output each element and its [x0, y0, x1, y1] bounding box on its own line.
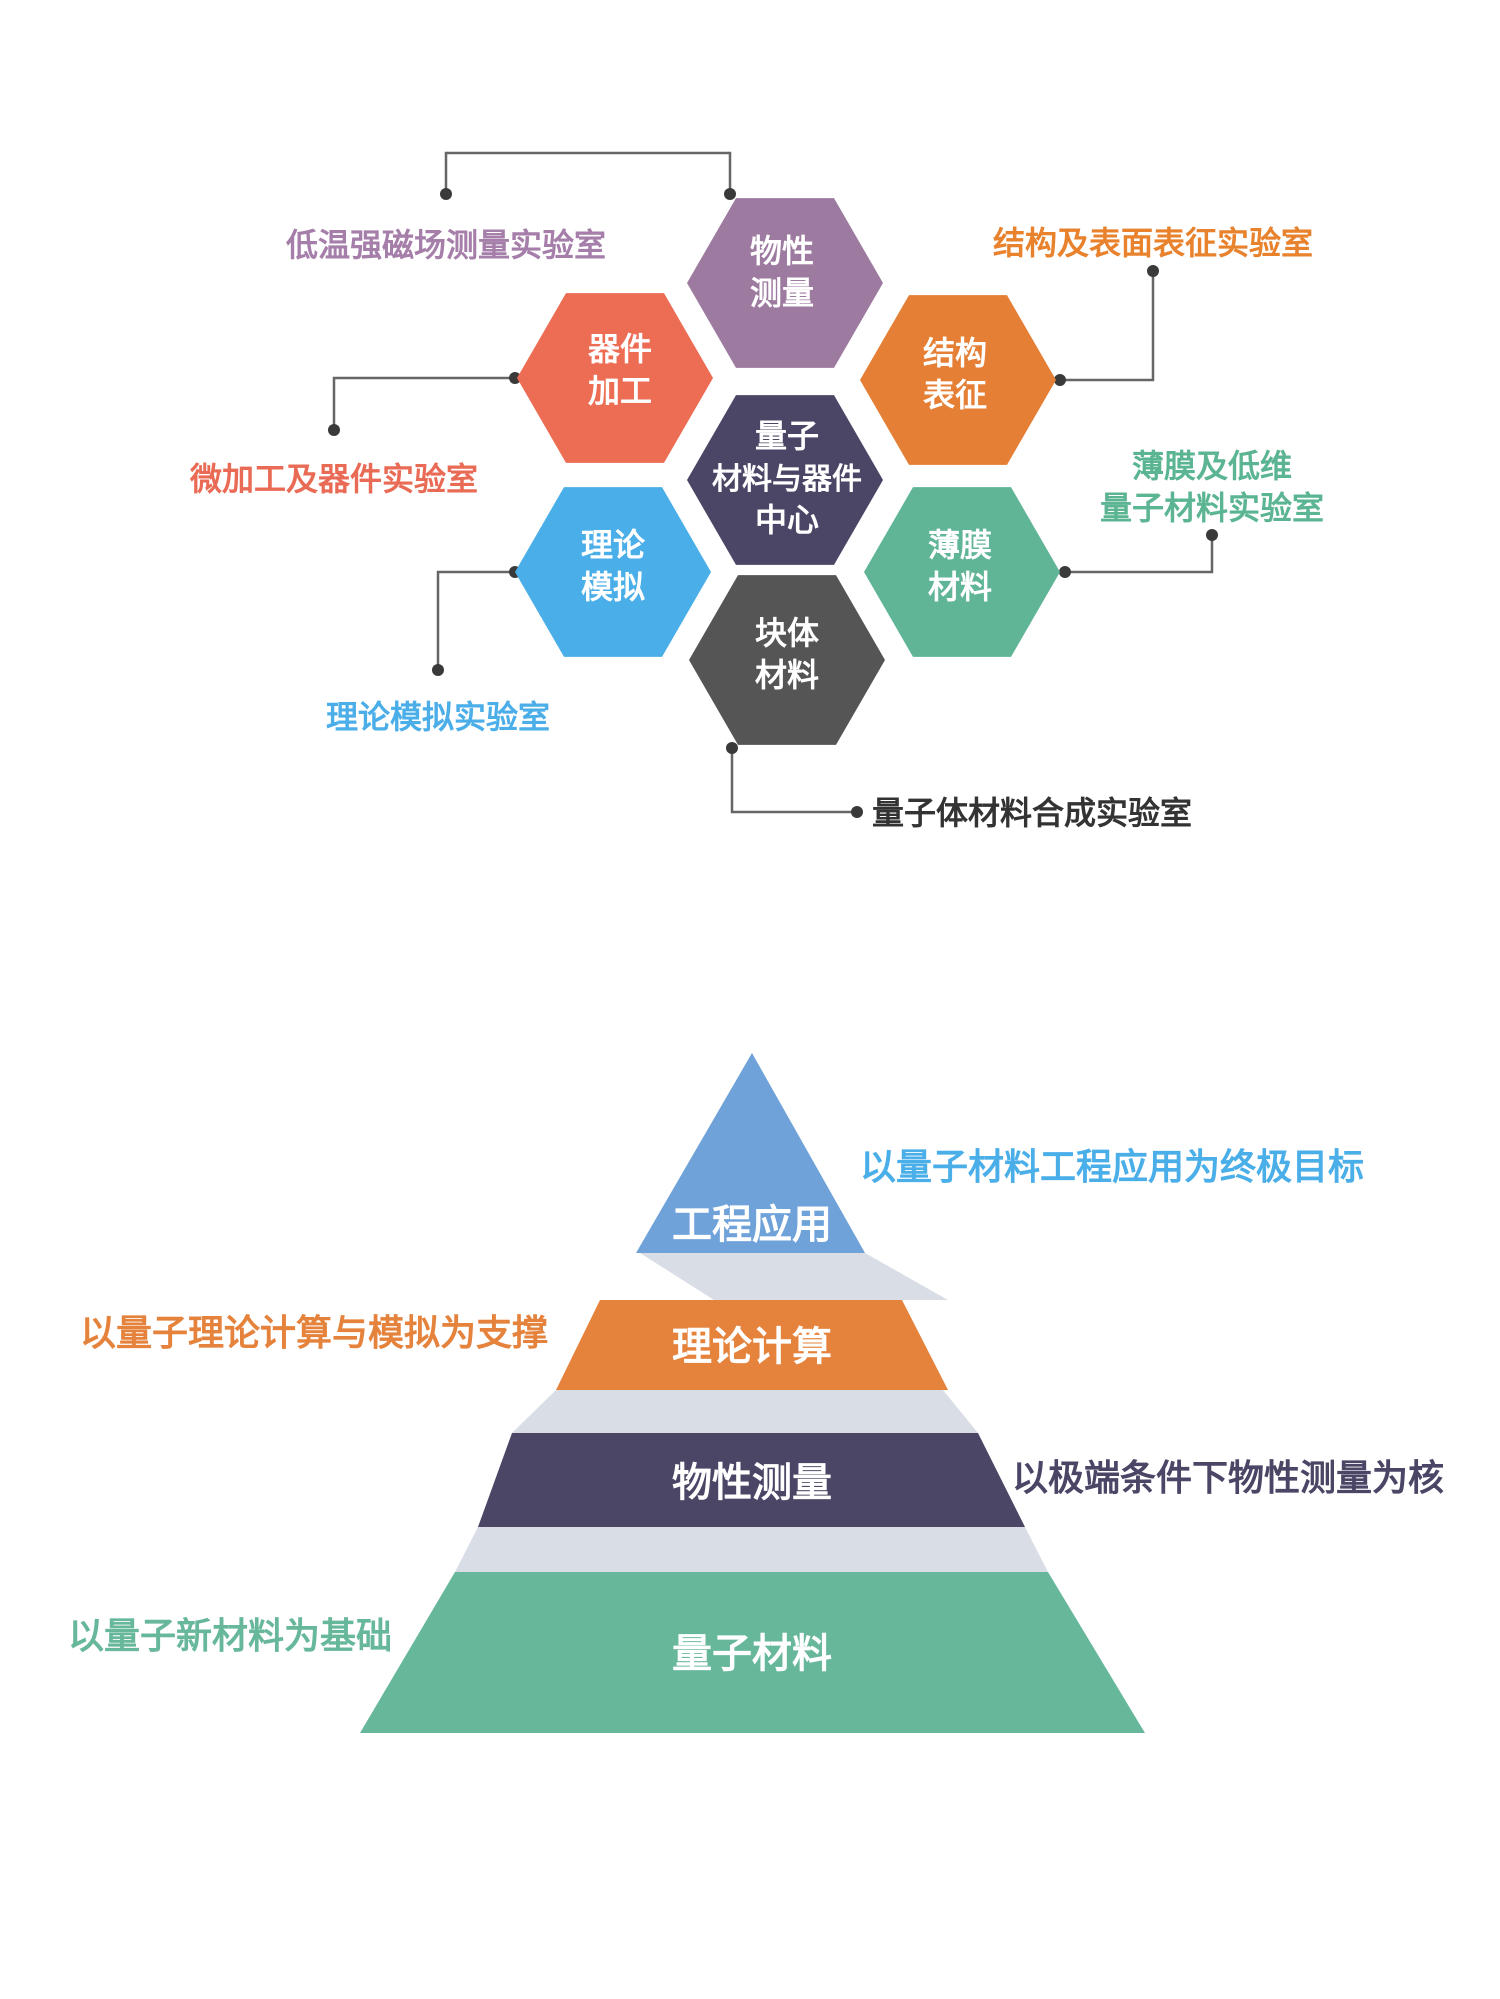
hex-bulk-line2: 材料 [755, 656, 819, 694]
dot [1147, 265, 1159, 277]
dot [1059, 566, 1071, 578]
hex-bulk-line1: 块体 [755, 614, 819, 652]
pyramid-note-theory: 以量子理论计算与模拟为支撑 [80, 1313, 548, 1354]
lab-bulk-label: 量子体材料合成实验室 [872, 794, 1192, 832]
hex-theory-line1: 理论 [581, 526, 646, 564]
hex-film-line1: 薄膜 [928, 526, 992, 564]
hex-structure-line1: 结构 [923, 334, 987, 372]
dot [1206, 529, 1218, 541]
hex-device-line2: 加工 [588, 372, 652, 410]
hex-film [864, 487, 1060, 657]
pyramid-theory-label: 理论计算 [672, 1324, 832, 1370]
pyramid-top-label: 工程应用 [672, 1202, 832, 1248]
hex-theory-line2: 模拟 [581, 568, 645, 606]
connector-film [1065, 535, 1214, 574]
hex-structure [860, 295, 1056, 465]
pyramid-base-label: 量子材料 [672, 1631, 832, 1677]
pyramid-level-top [636, 1053, 865, 1253]
lab-film-label-line1: 薄膜及低维 [1132, 447, 1292, 485]
dot [724, 188, 736, 200]
connector-bulk [730, 748, 857, 814]
hex-center [687, 395, 883, 565]
lab-theory-label: 理论模拟实验室 [326, 698, 550, 736]
dot [1054, 374, 1066, 386]
connector-structure [1060, 271, 1155, 382]
pyramid-note-base: 以量子新材料为基础 [68, 1616, 392, 1657]
hex-measure-line2: 测量 [750, 274, 814, 312]
hex-center-line3: 中心 [755, 501, 819, 539]
connector-lines [332, 151, 1214, 814]
lab-device-label: 微加工及器件实验室 [189, 460, 478, 498]
connector-device [332, 376, 515, 430]
dot [440, 188, 452, 200]
lab-film-label-line2: 量子材料实验室 [1100, 489, 1324, 527]
dot [432, 664, 444, 676]
hex-center-line1: 量子 [755, 417, 819, 455]
hex-theory [515, 487, 711, 657]
pyramid-level-base [360, 1572, 1145, 1733]
hex-center-line2: 材料与器件 [712, 462, 862, 497]
pyramid-connector-1 [640, 1253, 948, 1300]
pyramid-level-measure [478, 1433, 1025, 1527]
pyramid-connector-3 [455, 1527, 1048, 1572]
hex-structure-line2: 表征 [923, 376, 987, 414]
pyramid-note-top: 以量子材料工程应用为终极目标 [860, 1147, 1364, 1188]
pyramid-level-theory [556, 1300, 948, 1390]
pyramid-measure-label: 物性测量 [672, 1460, 832, 1506]
hex-measure [687, 198, 883, 368]
connector-dots [328, 188, 1218, 818]
pyramid-connector-2 [512, 1390, 978, 1433]
dot [509, 372, 521, 384]
connector-theory [436, 570, 515, 670]
hex-measure-line1: 物性 [750, 232, 814, 270]
hex-device-line1: 器件 [587, 330, 652, 368]
dot [851, 806, 863, 818]
hex-device [517, 293, 713, 463]
pyramid-note-measure: 以极端条件下物性测量为核 [1012, 1458, 1444, 1499]
lab-measure-label: 低温强磁场测量实验室 [286, 226, 606, 264]
lab-structure-label: 结构及表面表征实验室 [993, 224, 1313, 262]
pyramid [360, 1053, 1145, 1733]
dot [328, 424, 340, 436]
dot [726, 742, 738, 754]
connector-measure [444, 151, 732, 194]
hex-film-line2: 材料 [928, 568, 992, 606]
hex-bulk [689, 575, 885, 745]
